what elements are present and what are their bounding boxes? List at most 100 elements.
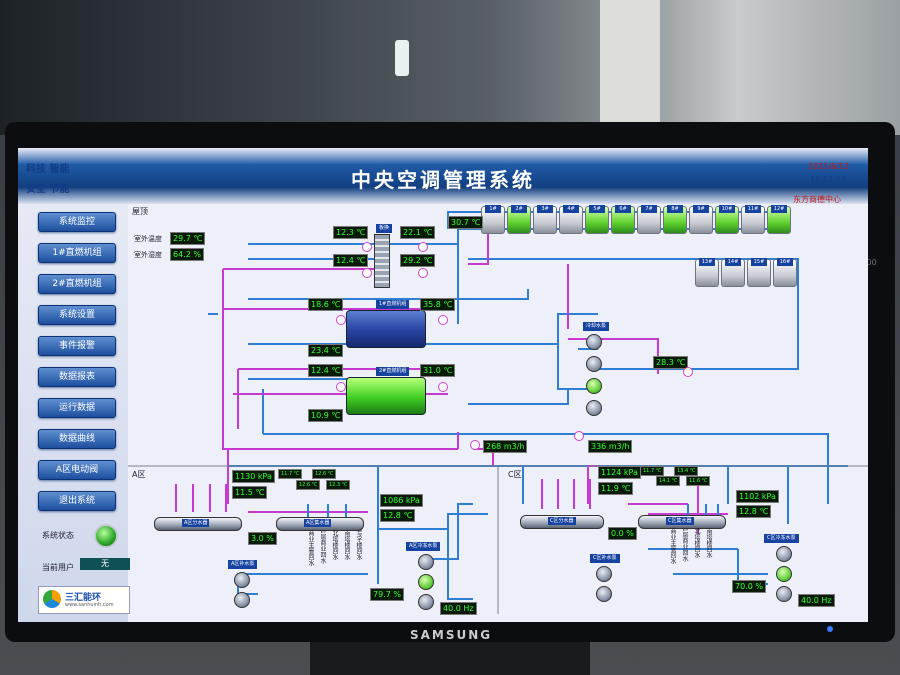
nav-system-monitor[interactable]: 系统监控 <box>38 212 116 232</box>
zone-a-chw-pump-2[interactable] <box>418 574 434 590</box>
chiller-1-label: 1#直燃机组 <box>376 300 410 309</box>
nav-chiller-2[interactable]: 2#直燃机组 <box>38 274 116 294</box>
nav-run-data[interactable]: 运行数据 <box>38 398 116 418</box>
sensor-icon[interactable] <box>418 268 428 278</box>
plate-heat-exchanger <box>374 234 390 288</box>
cooling-tower-1[interactable]: 1# <box>481 205 505 234</box>
logo-mark-icon <box>43 590 61 608</box>
cooling-tower-2[interactable]: 14# <box>721 258 745 287</box>
zone-c-return-temp-4: 11.6 ℃ <box>686 476 711 486</box>
zone-c-chw-pump-label: C区冷冻水泵 <box>764 534 799 543</box>
cooling-pump-3[interactable] <box>586 378 602 394</box>
power-led-icon[interactable] <box>827 626 833 632</box>
cooling-tower-label: 3# <box>537 205 553 213</box>
chiller-2-temp-right: 31.0 ℃ <box>420 364 456 377</box>
cooling-tower-3[interactable]: 3# <box>533 205 557 234</box>
cooling-tower-11[interactable]: 11# <box>741 205 765 234</box>
cooling-tower-label: 11# <box>745 205 761 213</box>
zone-a-chw-pump-3[interactable] <box>418 594 434 610</box>
nav-data-curves[interactable]: 数据曲线 <box>38 429 116 449</box>
chiller-2-unit[interactable] <box>346 377 426 415</box>
sensor-icon[interactable] <box>418 242 428 252</box>
process-diagram: 屋顶 室外温度 29.7 ℃ 室外湿度 64.2 % 1#2#3#4#5#6#7… <box>128 204 868 622</box>
zone-c-makeup-pump-1[interactable] <box>596 566 612 582</box>
cooling-tower-label: 9# <box>693 205 709 213</box>
sensor-icon[interactable] <box>336 315 346 325</box>
chiller-2-temp-low: 10.9 ℃ <box>308 409 344 422</box>
zone-c-branch-1: 商业主管回水 <box>669 528 676 564</box>
sensor-icon[interactable] <box>683 367 693 377</box>
zone-c-makeup-pump-2[interactable] <box>596 586 612 602</box>
date-readout: 2021/6/13 <box>808 162 850 171</box>
sensor-icon[interactable] <box>438 382 448 392</box>
sensor-icon[interactable] <box>362 268 372 278</box>
nav-zone-a-valves[interactable]: A区电动阀 <box>38 460 116 480</box>
room-pillar <box>600 0 660 135</box>
zone-c-chw-pump-1[interactable] <box>776 546 792 562</box>
nav-reports[interactable]: 数据报表 <box>38 367 116 387</box>
cooling-tower-9[interactable]: 9# <box>689 205 713 234</box>
time-readout: 18:52:57 <box>810 175 846 184</box>
hx-in-temp-1: 12.3 ℃ <box>333 226 369 239</box>
cooling-tower-label: 12# <box>771 205 787 213</box>
sensor-icon[interactable] <box>574 431 584 441</box>
nav-exit[interactable]: 退出系统 <box>38 491 116 511</box>
cooling-tower-6[interactable]: 6# <box>611 205 635 234</box>
cooling-tower-10[interactable]: 10# <box>715 205 739 234</box>
zone-c-return-temp-2: 14.1 ℃ <box>656 476 681 486</box>
monitor-brand: SAMSUNG <box>410 628 493 642</box>
cooling-tower-4[interactable]: 16# <box>773 258 797 287</box>
cooling-tower-label: 8# <box>667 205 683 213</box>
nav-settings[interactable]: 系统设置 <box>38 305 116 325</box>
cooling-tower-label: 15# <box>751 258 767 266</box>
cooling-pump-2[interactable] <box>586 356 602 372</box>
zone-a-return-temp-2: 12.6 ℃ <box>296 480 321 490</box>
sensor-icon[interactable] <box>336 382 346 392</box>
zone-a-temp-2: 12.8 ℃ <box>380 509 416 522</box>
page-title: 中央空调管理系统 <box>351 168 535 192</box>
sensor-icon[interactable] <box>438 315 448 325</box>
cooling-tower-label: 4# <box>563 205 579 213</box>
motto-line2: 安全 节能 <box>26 184 70 195</box>
current-user-label: 当前用户 <box>42 563 74 572</box>
zone-a-temp-1: 11.5 ℃ <box>232 486 268 499</box>
zone-a-valve-open: 3.0 % <box>248 532 277 545</box>
zone-a-pressure-2: 1086 kPa <box>380 494 423 507</box>
zone-c-chw-pump-3[interactable] <box>776 586 792 602</box>
cooling-pump-label: 冷却水泵 <box>583 322 610 331</box>
cooling-pump-1[interactable] <box>586 334 602 350</box>
zone-c-branch-2: 1层商业回水 <box>681 528 688 562</box>
cooling-tower-label: 14# <box>725 258 741 266</box>
nav-alarms[interactable]: 事件报警 <box>38 336 116 356</box>
scada-screen: 科技 智能 安全 节能 中央空调管理系统 2021/6/13 18:52:57 … <box>18 148 868 622</box>
zone-a-supply-header-label: A区分水器 <box>182 519 210 527</box>
cooling-tower-label: 2# <box>511 205 527 213</box>
cooling-tower-1[interactable]: 13# <box>695 258 719 287</box>
cooling-tower-12[interactable]: 12# <box>767 205 791 234</box>
cooling-tower-5[interactable]: 5# <box>585 205 609 234</box>
zone-a-makeup-pump-2[interactable] <box>234 592 250 608</box>
zone-c-makeup-pump-label: C区补水泵 <box>590 554 620 563</box>
zone-a-pressure-1: 1130 kPa <box>232 470 275 483</box>
cooling-tower-3[interactable]: 15# <box>747 258 771 287</box>
cooling-tower-label: 6# <box>615 205 631 213</box>
cooling-tower-4[interactable]: 4# <box>559 205 583 234</box>
chiller-1-temp-low: 23.4 ℃ <box>308 344 344 357</box>
motto-line1: 科技 智能 <box>26 164 70 175</box>
zone-a-makeup-pump-1[interactable] <box>234 572 250 588</box>
sensor-icon[interactable] <box>362 242 372 252</box>
zone-a-chw-pump-1[interactable] <box>418 554 434 570</box>
cooling-tower-7[interactable]: 7# <box>637 205 661 234</box>
cooling-tower-8[interactable]: 8# <box>663 205 687 234</box>
plate-hx-label: 板换 <box>376 224 393 233</box>
zone-c-supply-header-label: C区分水器 <box>548 517 576 525</box>
cooling-tower-2[interactable]: 2# <box>507 205 531 234</box>
zone-a-return-temp-4: 12.3 ℃ <box>326 480 351 490</box>
chiller-1-unit[interactable] <box>346 310 426 348</box>
sensor-icon[interactable] <box>470 440 480 450</box>
cooling-pump-4[interactable] <box>586 400 602 416</box>
zone-c-pressure-2: 1102 kPa <box>736 490 779 503</box>
nav-chiller-1[interactable]: 1#直燃机组 <box>38 243 116 263</box>
zone-c-temp-2: 12.8 ℃ <box>736 505 772 518</box>
zone-c-chw-pump-2[interactable] <box>776 566 792 582</box>
